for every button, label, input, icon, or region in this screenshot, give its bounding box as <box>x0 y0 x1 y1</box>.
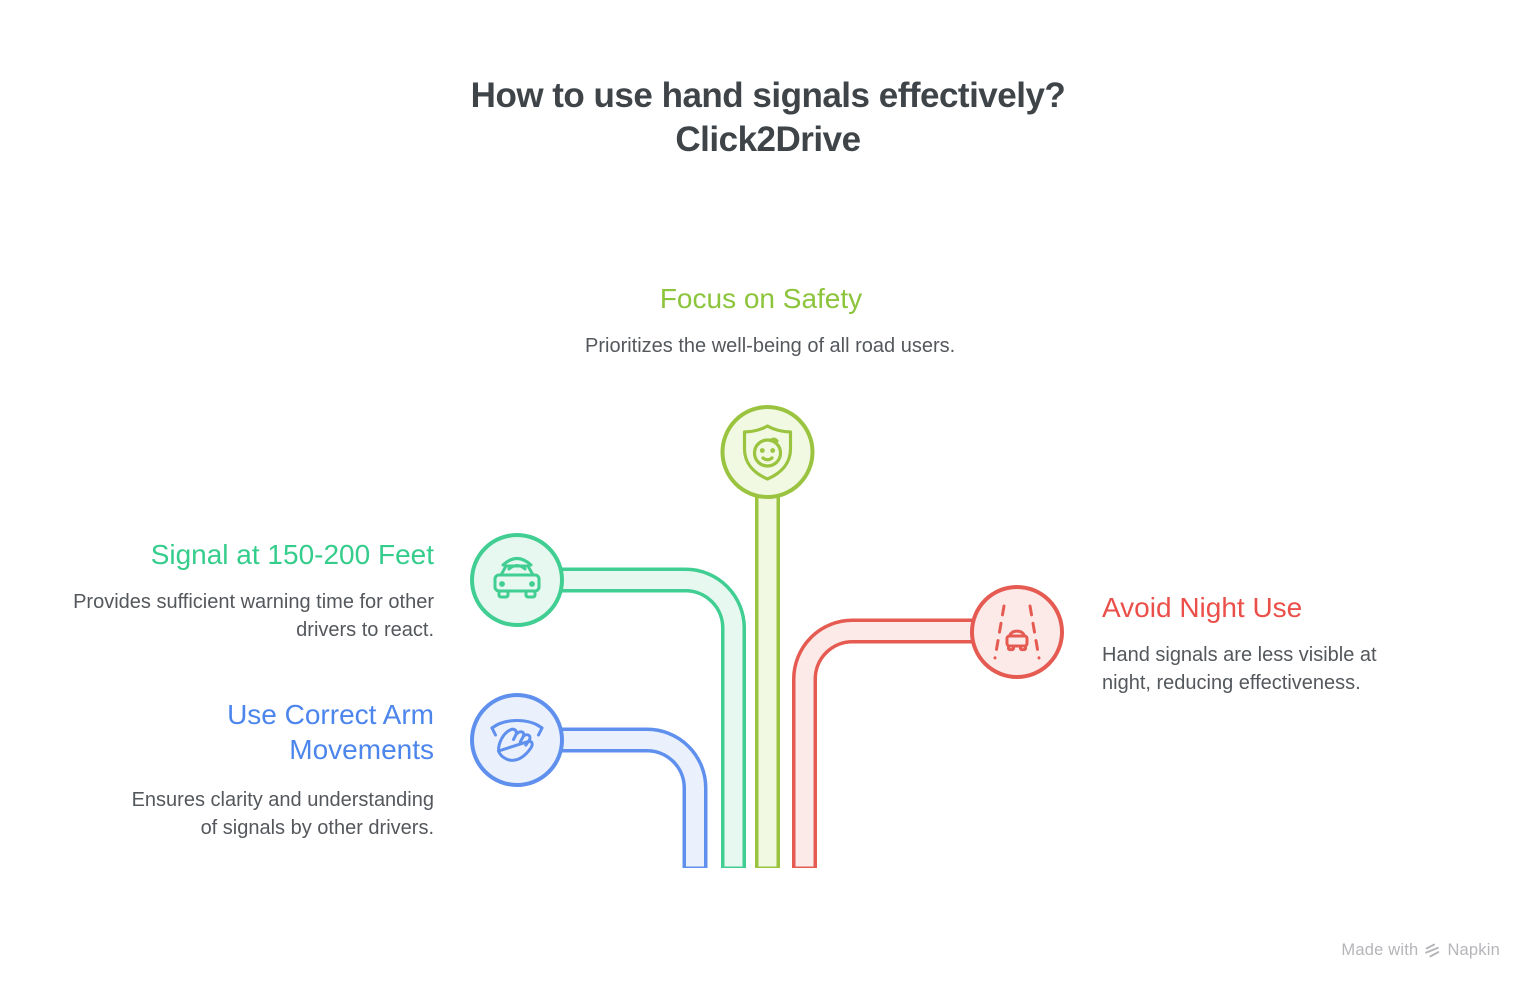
branch-label-avoid-night-use: Avoid Night Use <box>1102 592 1303 623</box>
branch-description-signal-distance: Provides sufficient warning time for oth… <box>73 591 434 641</box>
napkin-logo-icon <box>1425 943 1440 958</box>
page-title-line1: How to use hand signals effectively? <box>470 76 1066 115</box>
branch-description-arm-movements: Ensures clarity and understanding of sig… <box>131 789 434 839</box>
watermark-made-with: Made with <box>1341 941 1419 959</box>
car-signal-icon <box>470 533 564 627</box>
watermark-brand: Napkin <box>1447 941 1500 959</box>
connector-teal-signal <box>517 567 746 868</box>
branch-description-avoid-night-use: Hand signals are less visible at night, … <box>1102 644 1377 694</box>
branch-description-focus-on-safety: Prioritizes the well-being of all road u… <box>585 335 956 357</box>
branch-label-arm-movements: Use Correct Arm Movements <box>227 699 434 765</box>
connector-blue-arm <box>517 727 708 868</box>
branch-label-signal-distance: Signal at 150-200 Feet <box>150 539 434 570</box>
watermark: Made with Napkin <box>1341 941 1500 960</box>
page-title: How to use hand signals effectively? Cli… <box>0 74 1536 162</box>
page-title-line2: Click2Drive <box>675 120 861 159</box>
connector-red-night <box>792 618 1017 868</box>
shield-face-icon <box>720 405 815 499</box>
night-road-icon <box>970 585 1064 679</box>
waving-hand-icon <box>470 693 564 787</box>
branch-label-focus-on-safety: Focus on Safety <box>659 283 863 314</box>
